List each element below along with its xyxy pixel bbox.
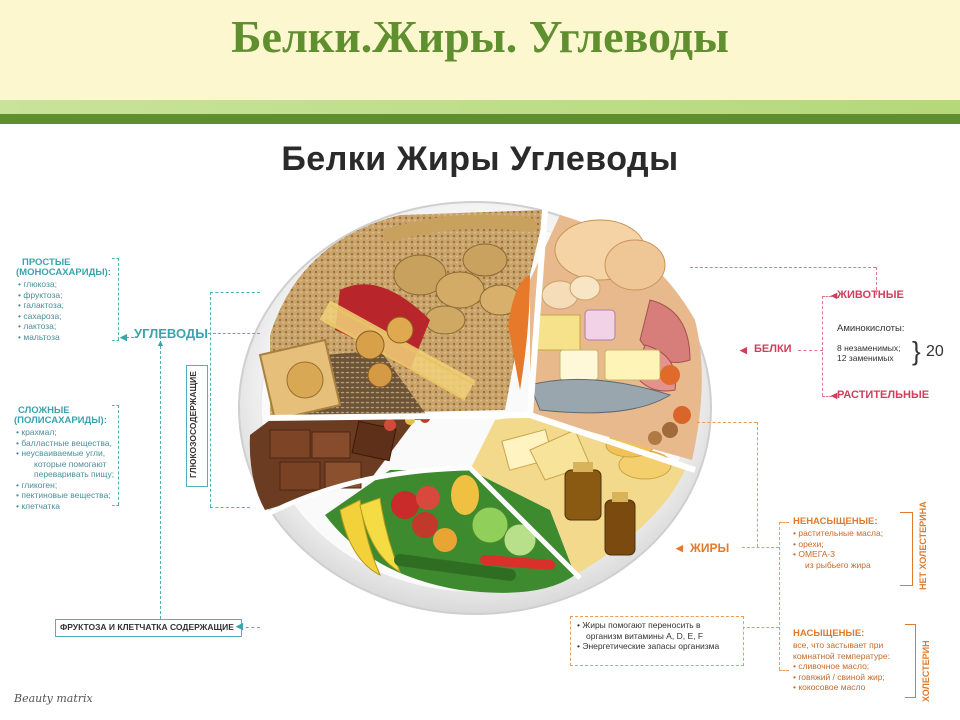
food-plate-illustration — [238, 201, 712, 615]
slide-header — [0, 0, 960, 100]
protein-animal: ЖИВОТНЫЕ — [837, 289, 904, 301]
fats-unsaturated-list: растительные масла; орехи; ОМЕГА-3 из ры… — [793, 528, 883, 570]
simple-carbs-list: глюкоза; фруктоза; галактоза; сахароза; … — [18, 279, 64, 342]
food-plate — [230, 180, 720, 620]
fats-saturated-list: все, что застывает при комнатной темпера… — [793, 640, 890, 693]
protein-plant: РАСТИТЕЛЬНЫЕ — [837, 389, 930, 401]
glucose-box — [186, 365, 208, 487]
carbs-arrow-left: ◀ — [120, 332, 127, 342]
complex-carbs-subheading: (ПОЛИСАХАРИДЫ): — [14, 415, 107, 426]
header-band-light — [0, 100, 960, 114]
simple-carbs-heading: ПРОСТЫЕ — [22, 257, 71, 268]
glucose-label: ГЛЮКОЗОСОДЕРЖАЩИЕ — [188, 371, 198, 478]
carbs-label: УГЛЕВОДЫ — [134, 326, 208, 341]
pasta — [319, 284, 476, 401]
cholesterol-brace — [905, 624, 916, 698]
fats-arrow-left: ◀ — [676, 543, 683, 553]
slide-title: Белки.Жиры. Углеводы — [231, 11, 729, 62]
fats-connector — [757, 422, 758, 547]
no-cholesterol-label: НЕТ ХОЛЕСТЕРИНА — [918, 501, 928, 590]
amino-brace: } — [912, 336, 921, 366]
potatoes — [383, 214, 537, 335]
protein-food — [508, 219, 691, 445]
protein-arrow-left: ◀ — [740, 345, 747, 355]
diagram-title: Белки Жиры Углеводы — [281, 140, 679, 178]
amino-nonessential: 12 заменимых — [837, 353, 894, 363]
header-band-dark — [0, 114, 960, 124]
watermark-signature: Beauty matrix — [14, 692, 93, 705]
simple-carbs-subheading: (МОНОСАХАРИДЫ): — [16, 267, 111, 278]
crackers — [355, 316, 414, 388]
animal-protein-connector — [690, 267, 876, 268]
fats-saturated-heading: НАСЫЩЕНЫЕ: — [793, 628, 865, 639]
simple-carbs-bracket — [118, 258, 119, 340]
protein-label: БЕЛКИ — [754, 343, 792, 355]
fructose-label: ФРУКТОЗА И КЛЕТЧАТКА СОДЕРЖАЩИЕ — [60, 622, 234, 632]
amino-heading: Аминокислоты: — [837, 323, 905, 334]
complex-carbs-list: крахмал; балластные вещества, неусваивае… — [16, 427, 114, 511]
amino-total: 20 — [926, 343, 944, 360]
complex-carbs-heading: СЛОЖНЫЕ — [18, 405, 70, 416]
amino-essential: 8 незаменимых; — [837, 343, 901, 353]
vegetables — [339, 475, 555, 581]
fats-unsaturated-heading: НЕНАСЫЩЕНЫЕ: — [793, 516, 878, 527]
no-cholesterol-brace — [900, 512, 913, 586]
complex-carbs-bracket — [118, 405, 119, 505]
fructose-connector — [160, 336, 161, 629]
fats-label: ЖИРЫ — [690, 541, 730, 555]
cholesterol-label: ХОЛЕСТЕРИН — [921, 640, 931, 702]
fats-bracket — [779, 522, 780, 670]
fat-functions-list: Жиры помогают переносить в организм вита… — [577, 620, 719, 652]
fructose-box — [55, 619, 242, 637]
glucose-connector — [210, 292, 211, 507]
protein-bracket — [822, 296, 823, 396]
